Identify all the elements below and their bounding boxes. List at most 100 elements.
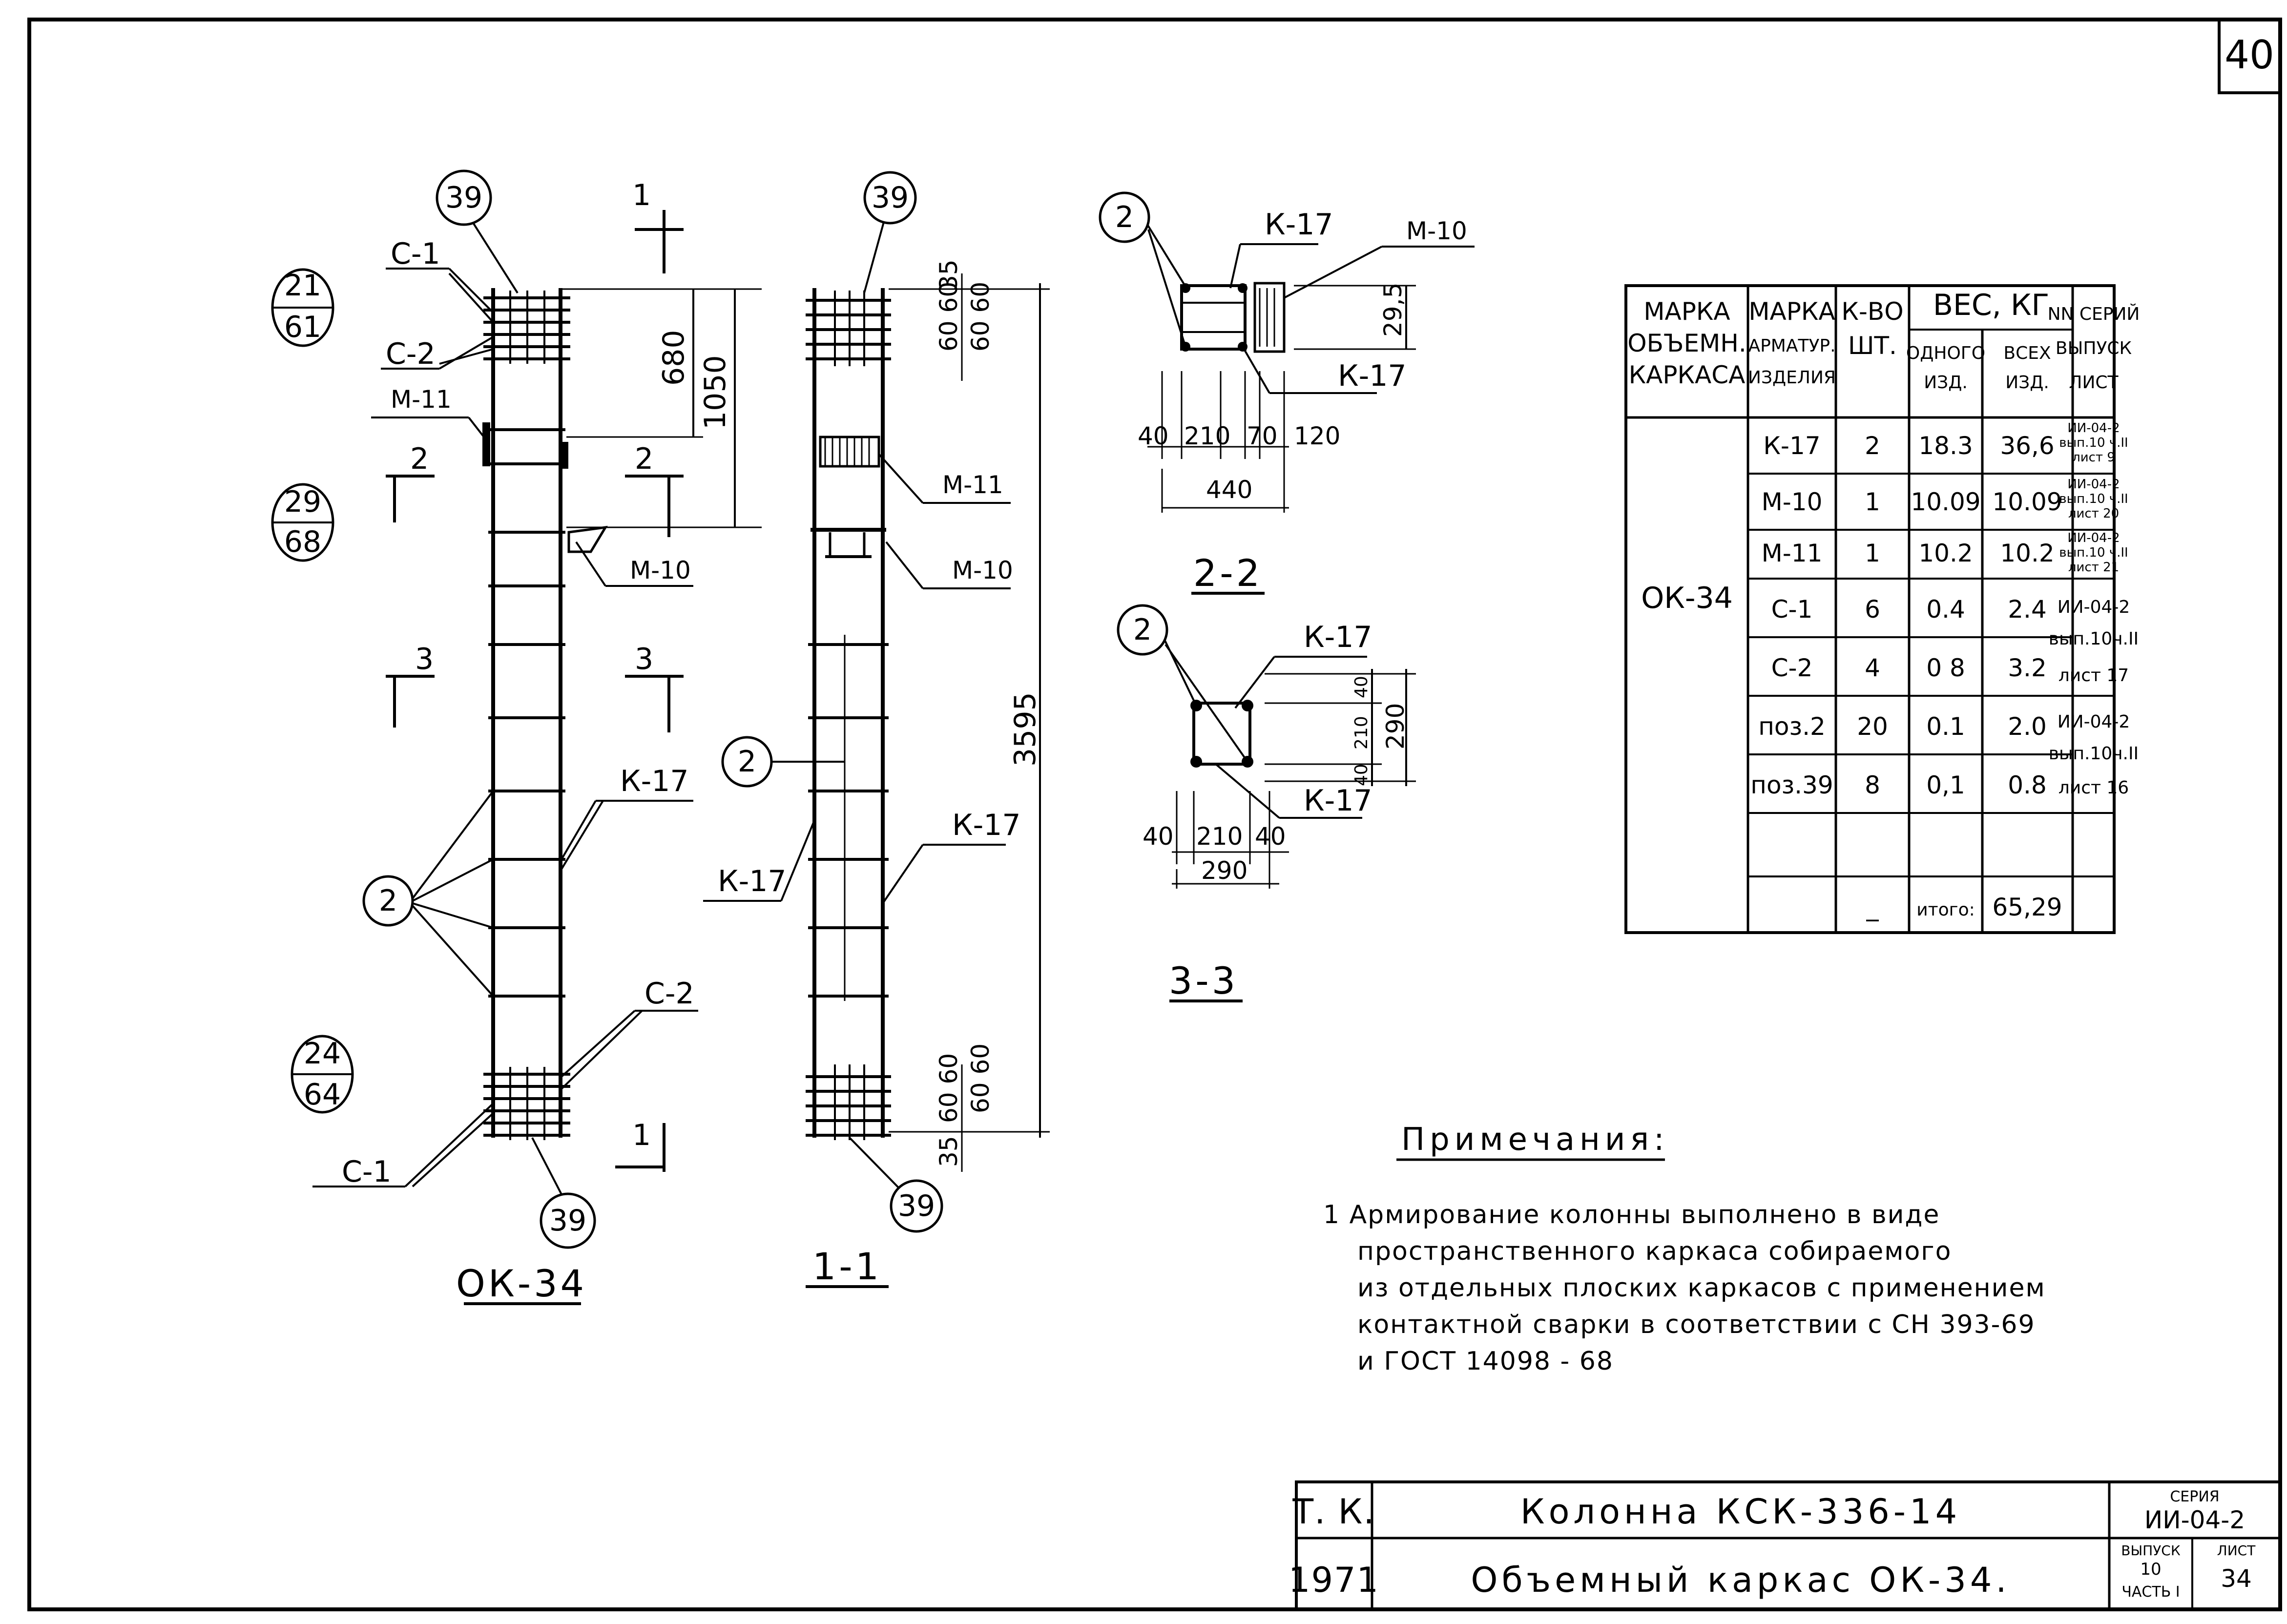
svg-text:ВЫПУСК: ВЫПУСК xyxy=(2056,338,2132,358)
svg-text:8: 8 xyxy=(1865,771,1880,799)
label-k17-1-1-right: К-17 xyxy=(952,808,1021,842)
label-c1-top: С-1 xyxy=(391,237,440,271)
svg-text:ВСЕХ: ВСЕХ xyxy=(2003,343,2051,363)
notes: Примечания: 1 Армирование колонны выполн… xyxy=(1323,1122,2046,1376)
svg-text:К-17: К-17 xyxy=(1763,432,1820,460)
svg-text:61: 61 xyxy=(284,310,321,344)
svg-text:0.1: 0.1 xyxy=(1926,712,1965,741)
ref-c-sheet: лист 17 xyxy=(2058,666,2129,686)
notes-title: Примечания: xyxy=(1401,1122,1669,1158)
table-total: 65,29 xyxy=(1992,893,2062,921)
table-row: К-17 2 18.3 36,6 ИИ-04-2 вып.10 ч.II лис… xyxy=(1763,421,2128,465)
svg-text:ИЗДЕЛИЯ: ИЗДЕЛИЯ xyxy=(1748,368,1836,388)
svg-text:35: 35 xyxy=(935,1136,963,1167)
svg-text:ЛИСТ: ЛИСТ xyxy=(2217,1542,2256,1559)
svg-text:ИИ-04-2: ИИ-04-2 xyxy=(2067,531,2120,545)
label-k17-1-1-left: К-17 xyxy=(718,864,787,898)
svg-text:60 60: 60 60 xyxy=(966,282,995,352)
table-row: _ итого: 65,29 xyxy=(1866,893,2062,921)
callout-21-61: 21 61 xyxy=(271,268,334,347)
view-section-2-2: 2 К-17 М-10 К-17 29,5 40 210 70 120 xyxy=(1099,191,1475,595)
svg-text:С-1: С-1 xyxy=(1771,595,1813,624)
svg-text:СЕРИЯ: СЕРИЯ xyxy=(2170,1488,2219,1505)
note-line: из отдельных плоских каркасов с применен… xyxy=(1357,1273,2046,1303)
callout-39-1-1-top: 39 xyxy=(872,181,909,215)
svg-text:ШТ.: ШТ. xyxy=(1848,332,1897,360)
view-ok34: 39 39 21 61 29 68 24 64 С-1 С-2 xyxy=(271,169,762,1305)
svg-text:0.8: 0.8 xyxy=(2008,771,2047,799)
view-section-3-3: 2 К-17 К-17 40 210 40 290 40 210 40 290 … xyxy=(1117,604,1416,1002)
svg-text:35: 35 xyxy=(935,259,963,291)
svg-text:3: 3 xyxy=(415,642,434,676)
svg-text:29: 29 xyxy=(284,485,321,519)
svg-text:ВЫПУСК: ВЫПУСК xyxy=(2121,1542,2181,1559)
svg-text:60 60: 60 60 xyxy=(966,1043,995,1113)
svg-text:40: 40 xyxy=(1351,676,1372,698)
table-frame-mark: ОК-34 xyxy=(1641,581,1733,615)
svg-text:20: 20 xyxy=(1857,712,1888,741)
svg-text:2: 2 xyxy=(410,442,429,476)
svg-text:ИЗД.: ИЗД. xyxy=(1924,373,1968,393)
ref-poz-series: ИИ-04-2 xyxy=(2058,712,2130,732)
svg-text:210: 210 xyxy=(1184,422,1230,450)
mesh-top xyxy=(483,291,570,364)
label-m10-ok34: М-10 xyxy=(630,556,691,584)
svg-text:лист 21: лист 21 xyxy=(2068,560,2119,575)
sheet-number-box: 40 xyxy=(2218,18,2282,94)
view-section-1-1: 39 39 2 М-11 М-10 К-17 К-17 3595 35 60 6… xyxy=(703,171,1050,1288)
svg-text:КАРКАСА: КАРКАСА xyxy=(1629,361,1746,389)
table-row: М-10 1 10.09 10.09 ИИ-04-2 вып.10 ч.II л… xyxy=(1762,477,2128,521)
svg-text:10.2: 10.2 xyxy=(2000,539,2054,567)
label-m11-ok34: М-11 xyxy=(391,385,452,414)
svg-text:40: 40 xyxy=(1143,822,1174,851)
dim-295: 29,5 xyxy=(1379,283,1407,337)
svg-text:10.09: 10.09 xyxy=(1911,488,1980,516)
svg-text:2: 2 xyxy=(635,442,653,476)
svg-text:2.4: 2.4 xyxy=(2008,595,2047,624)
svg-text:ИЗД.: ИЗД. xyxy=(2005,373,2049,393)
svg-text:вып.10 ч.II: вып.10 ч.II xyxy=(2059,492,2128,506)
ref-c-series: ИИ-04-2 xyxy=(2058,597,2130,617)
dim-680-1050: 680 1050 xyxy=(561,288,762,528)
svg-text:поз.39: поз.39 xyxy=(1750,771,1833,799)
svg-text:68: 68 xyxy=(284,525,321,559)
svg-text:лист 20: лист 20 xyxy=(2068,506,2119,521)
title-block-year: 1971 xyxy=(1289,1560,1379,1600)
svg-text:ИИ-04-2: ИИ-04-2 xyxy=(2067,477,2120,492)
svg-text:24: 24 xyxy=(304,1037,341,1071)
svg-text:70: 70 xyxy=(1247,422,1278,450)
svg-text:6: 6 xyxy=(1865,595,1880,624)
view-title-3-3: 3-3 xyxy=(1169,959,1238,1002)
svg-text:64: 64 xyxy=(304,1078,341,1112)
svg-text:ЧАСТЬ I: ЧАСТЬ I xyxy=(2121,1583,2180,1601)
svg-text:М-11: М-11 xyxy=(1762,539,1823,567)
svg-text:10.2: 10.2 xyxy=(1918,539,1973,567)
section-mark-1-bottom: 1 xyxy=(615,1118,665,1172)
svg-text:36,6: 36,6 xyxy=(2000,432,2054,460)
svg-text:0 8: 0 8 xyxy=(1926,654,1965,682)
svg-text:1: 1 xyxy=(1865,488,1880,516)
label-m10-2-2: М-10 xyxy=(1406,217,1467,245)
title-block-tk: Т. К. xyxy=(1292,1492,1375,1532)
svg-text:итого:: итого: xyxy=(1916,900,1975,920)
svg-text:3: 3 xyxy=(635,642,653,676)
note-line: пространственного каркаса собираемого xyxy=(1357,1237,1952,1266)
view-title-2-2: 2-2 xyxy=(1193,551,1263,595)
label-k17-2-2-top: К-17 xyxy=(1265,208,1333,242)
svg-text:60 60: 60 60 xyxy=(935,1053,963,1123)
table-row: С-1 6 0.4 2.4 xyxy=(1771,595,2047,624)
view-title-ok34: ОК-34 xyxy=(456,1262,587,1305)
svg-text:60 60: 60 60 xyxy=(935,282,963,352)
stirrups-ok34 xyxy=(488,428,565,998)
specification-table: МАРКА ОБЪЕМН. КАРКАСА МАРКА АРМАТУР. ИЗД… xyxy=(1624,284,2140,934)
svg-text:М-10: М-10 xyxy=(1762,488,1823,516)
stirrups-1-1 xyxy=(808,635,889,1001)
table-row: С-2 4 0 8 3.2 xyxy=(1771,654,2047,682)
title-block-title2: Объемный каркас ОК-34. xyxy=(1471,1560,2010,1600)
ref-c-issue: вып.10ч.II xyxy=(2049,629,2139,649)
title-block: Т. К. 1971 Колонна КСК-336-14 Объемный к… xyxy=(1289,1480,2282,1611)
svg-text:210: 210 xyxy=(1351,716,1372,750)
label-c2-bottom: С-2 xyxy=(645,977,694,1011)
svg-text:680: 680 xyxy=(657,330,691,386)
